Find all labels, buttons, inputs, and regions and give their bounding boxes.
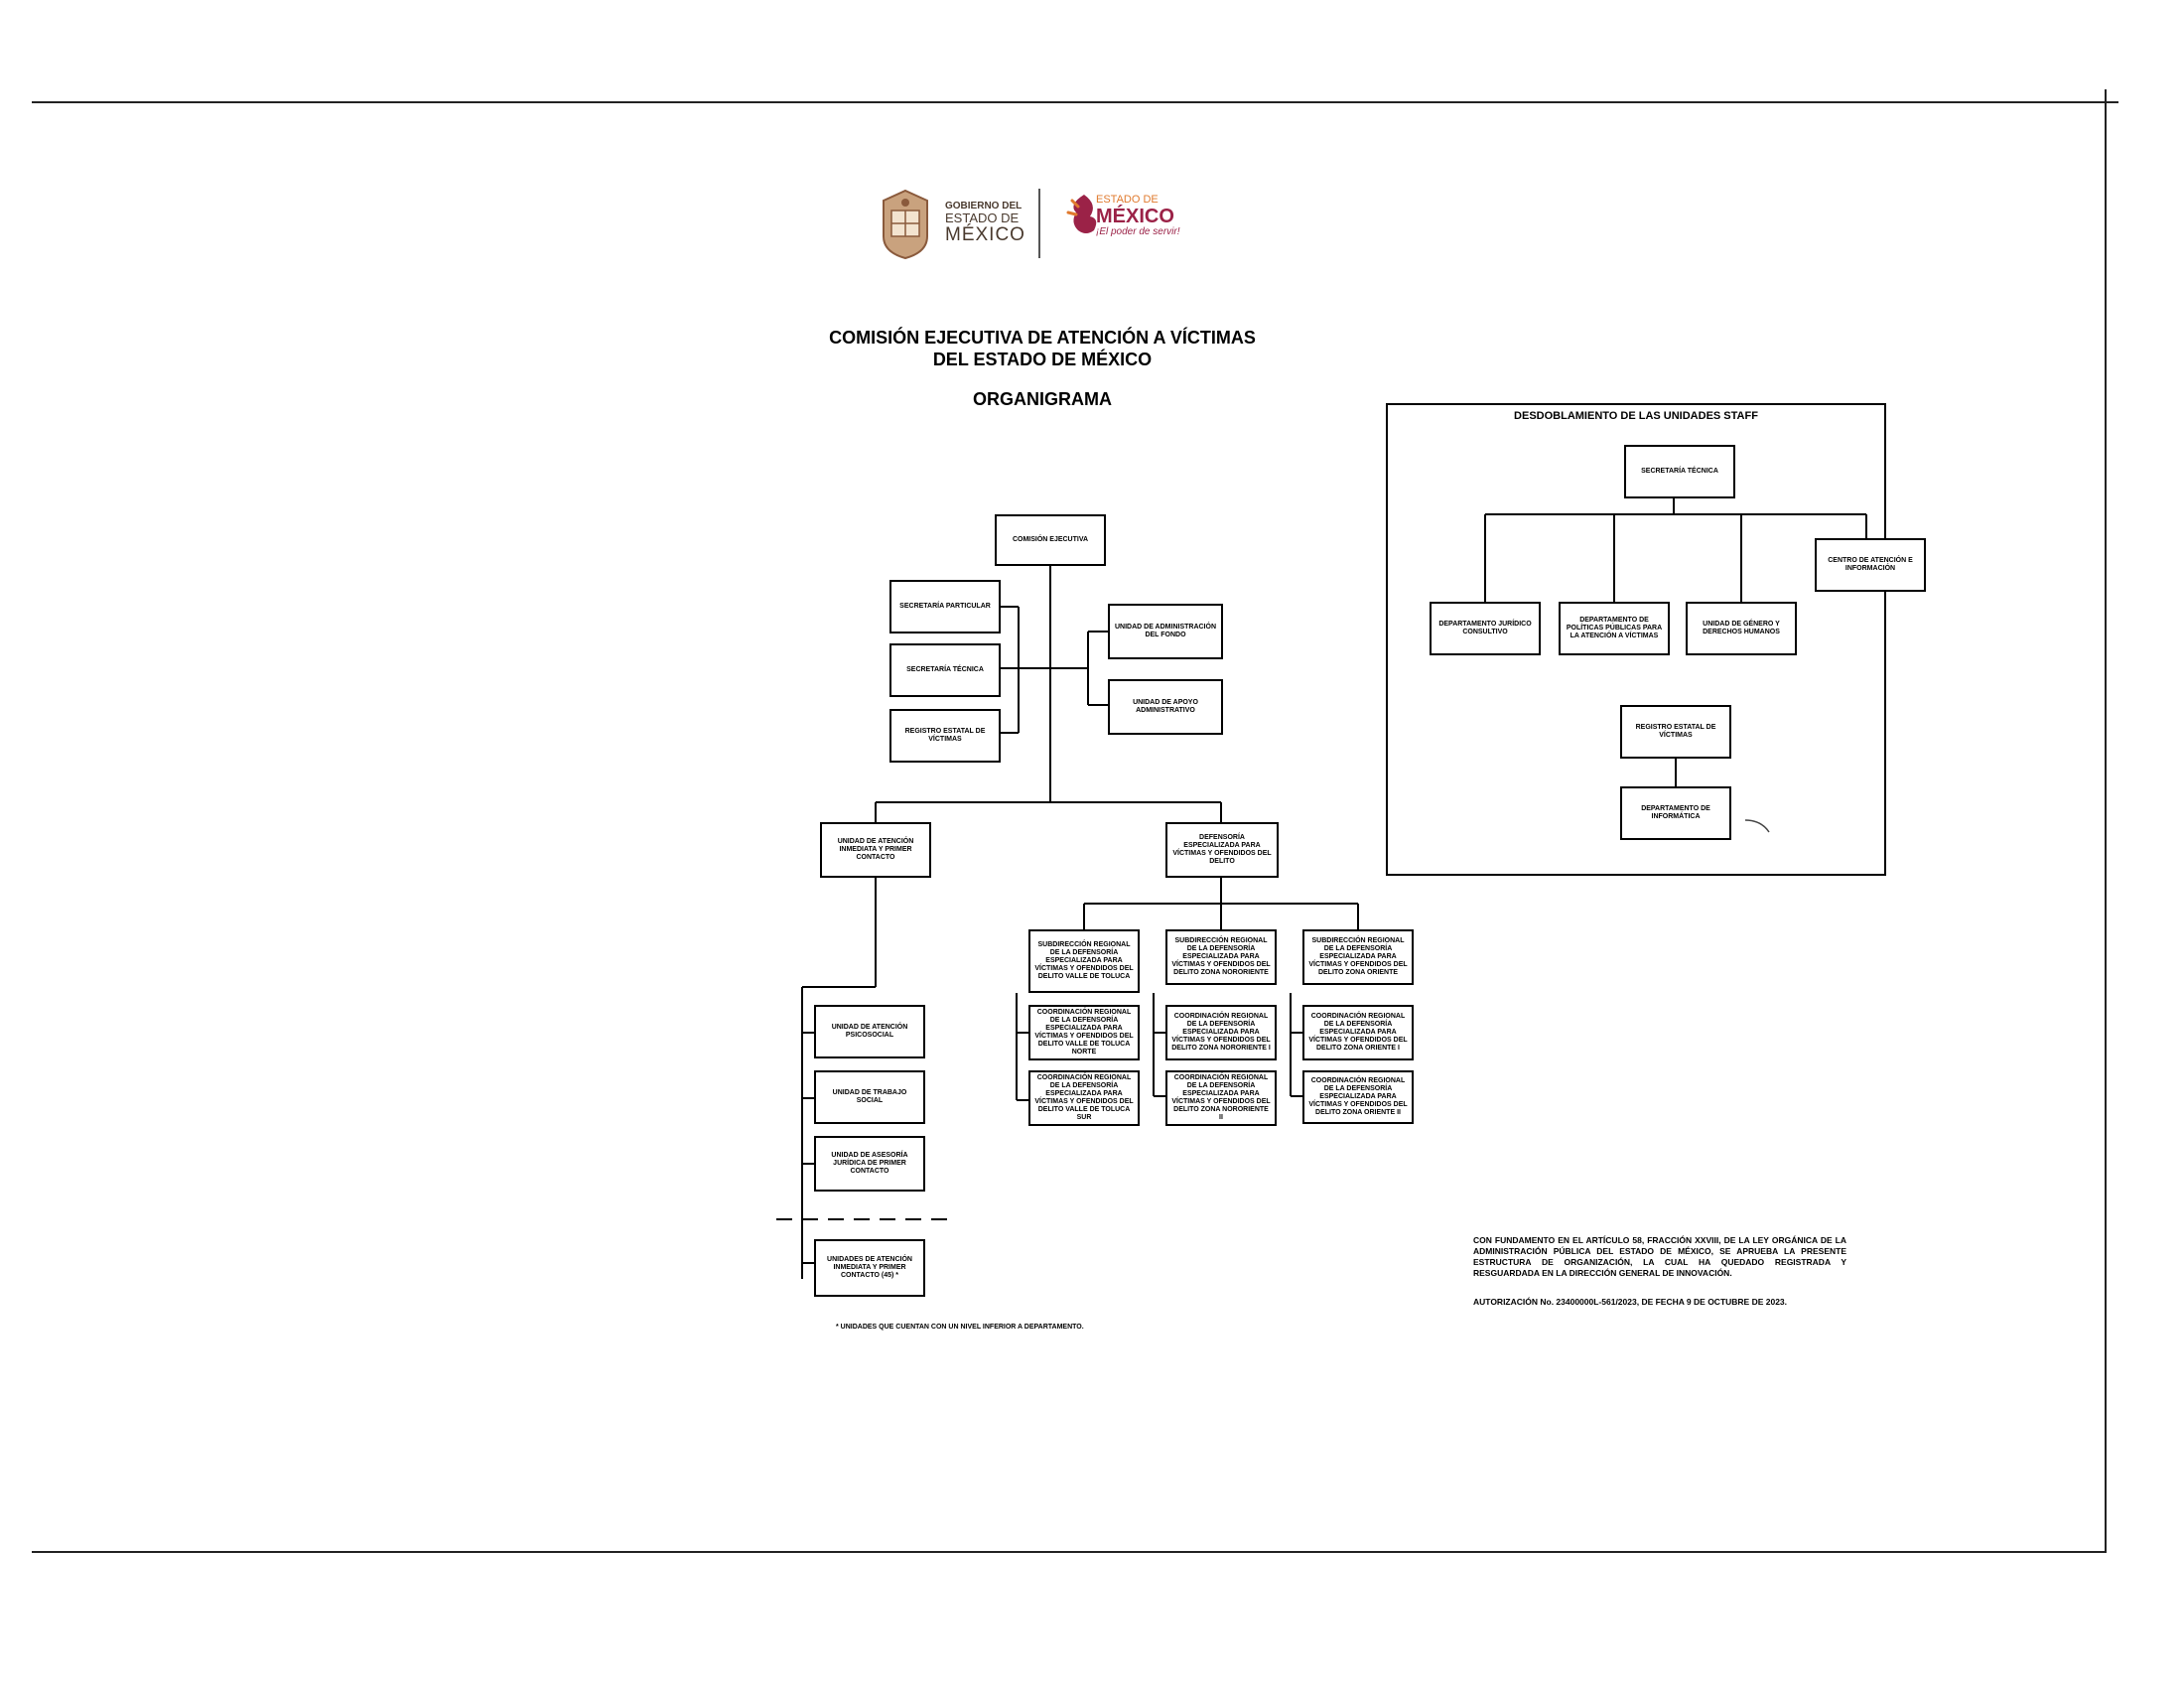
gobierno-seal-icon xyxy=(878,189,933,260)
estado-line-2: MÉXICO xyxy=(1096,205,1174,227)
box-psicosocial: UNIDAD DE ATENCIÓN PSICOSOCIAL xyxy=(814,1005,925,1058)
box-comision-ejecutiva: COMISIÓN EJECUTIVA xyxy=(995,514,1106,566)
gobierno-line-3: MÉXICO xyxy=(945,224,1025,246)
box-coord-nororiente-1: COORDINACIÓN REGIONAL DE LA DEFENSORÍA E… xyxy=(1165,1005,1277,1060)
box-registro-estatal: REGISTRO ESTATAL DE VÍCTIMAS xyxy=(889,709,1001,763)
box-sub-oriente: SUBDIRECCIÓN REGIONAL DE LA DEFENSORÍA E… xyxy=(1302,929,1414,985)
estado-line-1: ESTADO DE xyxy=(1096,194,1159,206)
estado-logo-text: ESTADO DE MÉXICO ¡El poder de servir! xyxy=(1096,194,1205,237)
box-trabajo-social: UNIDAD DE TRABAJO SOCIAL xyxy=(814,1070,925,1124)
box-coord-toluca-sur: COORDINACIÓN REGIONAL DE LA DEFENSORÍA E… xyxy=(1028,1070,1140,1126)
bottom-border-line xyxy=(32,1551,2107,1553)
staff-frame xyxy=(1386,403,1886,876)
box-coord-oriente-1: COORDINACIÓN REGIONAL DE LA DEFENSORÍA E… xyxy=(1302,1005,1414,1060)
staff-box-juridico: DEPARTAMENTO JURÍDICO CONSULTIVO xyxy=(1430,602,1541,655)
box-secretaria-particular: SECRETARÍA PARTICULAR xyxy=(889,580,1001,633)
box-sub-toluca: SUBDIRECCIÓN REGIONAL DE LA DEFENSORÍA E… xyxy=(1028,929,1140,993)
gobierno-logo-text: GOBIERNO DEL ESTADO DE MÉXICO xyxy=(945,201,1034,246)
estado-slogan: ¡El poder de servir! xyxy=(1096,225,1180,237)
legal-text: CON FUNDAMENTO EN EL ARTÍCULO 58, FRACCI… xyxy=(1473,1235,1846,1279)
box-unidad-fondo: UNIDAD DE ADMINISTRACIÓN DEL FONDO xyxy=(1108,604,1223,659)
box-coord-toluca-norte: COORDINACIÓN REGIONAL DE LA DEFENSORÍA E… xyxy=(1028,1005,1140,1060)
box-unidad-atencion: UNIDAD DE ATENCIÓN INMEDIATA Y PRIMER CO… xyxy=(820,822,931,878)
footnote: * UNIDADES QUE CUENTAN CON UN NIVEL INFE… xyxy=(836,1324,1084,1331)
logo-divider xyxy=(1038,189,1040,258)
staff-box-registro: REGISTRO ESTATAL DE VÍCTIMAS xyxy=(1620,705,1731,759)
gobierno-line-1: GOBIERNO DEL xyxy=(945,201,1023,211)
box-sub-nororiente: SUBDIRECCIÓN REGIONAL DE LA DEFENSORÍA E… xyxy=(1165,929,1277,985)
box-unidades-45: UNIDADES DE ATENCIÓN INMEDIATA Y PRIMER … xyxy=(814,1239,925,1297)
page-title-line-1: COMISIÓN EJECUTIVA DE ATENCIÓN A VÍCTIMA… xyxy=(829,328,1256,348)
legal-autorizacion: AUTORIZACIÓN No. 23400000L-561/2023, DE … xyxy=(1473,1297,1788,1307)
gobierno-line-2: ESTADO DE xyxy=(945,211,1020,225)
staff-title: DESDOBLAMIENTO DE LAS UNIDADES STAFF xyxy=(1514,410,1758,422)
right-border-line xyxy=(2105,89,2107,1551)
pen-mark xyxy=(1744,819,1770,833)
page-subtitle: ORGANIGRAMA xyxy=(973,389,1112,409)
staff-box-centro-atencion: CENTRO DE ATENCIÓN E INFORMACIÓN xyxy=(1815,538,1926,592)
box-defensoria: DEFENSORÍA ESPECIALIZADA PARA VÍCTIMAS Y… xyxy=(1165,822,1279,878)
box-coord-nororiente-2: COORDINACIÓN REGIONAL DE LA DEFENSORÍA E… xyxy=(1165,1070,1277,1126)
staff-box-politicas: DEPARTAMENTO DE POLÍTICAS PÚBLICAS PARA … xyxy=(1559,602,1670,655)
estado-flame-icon xyxy=(1064,191,1104,236)
box-unidad-apoyo: UNIDAD DE APOYO ADMINISTRATIVO xyxy=(1108,679,1223,735)
staff-box-informatica: DEPARTAMENTO DE INFORMÁTICA xyxy=(1620,786,1731,840)
top-border-line xyxy=(32,101,2118,103)
staff-box-secretaria-tecnica: SECRETARÍA TÉCNICA xyxy=(1624,445,1735,498)
box-coord-oriente-2: COORDINACIÓN REGIONAL DE LA DEFENSORÍA E… xyxy=(1302,1070,1414,1124)
page-title-line-2: DEL ESTADO DE MÉXICO xyxy=(932,350,1153,369)
box-asesoria-juridica: UNIDAD DE ASESORÍA JURÍDICA DE PRIMER CO… xyxy=(814,1136,925,1192)
staff-box-genero: UNIDAD DE GÉNERO Y DERECHOS HUMANOS xyxy=(1686,602,1797,655)
box-secretaria-tecnica: SECRETARÍA TÉCNICA xyxy=(889,643,1001,697)
